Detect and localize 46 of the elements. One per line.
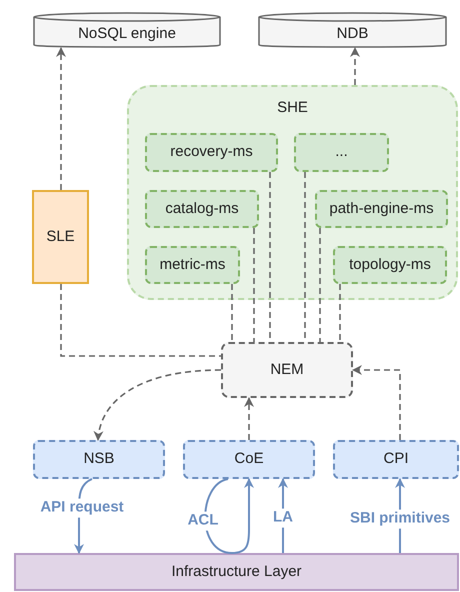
arrow (204, 478, 254, 554)
layer-band (14, 553, 459, 591)
service-box (145, 246, 240, 284)
process-box (32, 190, 89, 284)
process-box (33, 440, 165, 479)
arrow (56, 47, 66, 190)
group-title: SHE (277, 98, 308, 118)
database-cylinder (33, 12, 221, 48)
edge-label: API request (39, 498, 125, 518)
edge-label: ACL (186, 512, 220, 530)
service-box (145, 133, 278, 172)
node-label: Infrastructure Layer (171, 562, 302, 582)
node-label: ... (335, 143, 348, 162)
database-cylinder (258, 12, 447, 48)
node-label: SLE (46, 228, 75, 246)
node-label: NEM (270, 360, 304, 380)
edge-label: SBI primitives (348, 510, 452, 528)
arrow (350, 47, 360, 85)
arrow (278, 478, 288, 553)
node-label: catalog-ms (165, 200, 239, 218)
node-label: recovery-ms (170, 143, 253, 162)
connector-line (253, 228, 255, 342)
service-box (333, 246, 447, 284)
service-box (145, 190, 259, 228)
service-box (294, 133, 389, 172)
node-label: CPI (383, 450, 408, 469)
node-label: NSB (84, 450, 114, 469)
connector-line (319, 228, 321, 342)
connector-line (339, 284, 341, 342)
process-box (333, 440, 459, 479)
process-box (183, 440, 315, 479)
node-label: NDB (336, 24, 368, 44)
node-label: metric-ms (160, 256, 226, 274)
connector-line (231, 284, 233, 342)
process-box (221, 342, 353, 398)
connector-line (60, 284, 221, 357)
arrow (352, 365, 401, 440)
arrow (94, 369, 222, 441)
node-label: topology-ms (349, 256, 431, 274)
edge-label: LA (272, 508, 294, 528)
arrow (244, 397, 254, 440)
node-label: CoE (234, 450, 264, 469)
node-label: path-engine-ms (329, 200, 434, 218)
service-box (315, 190, 448, 228)
group-panel (127, 85, 458, 300)
node-label: NoSQL engine (78, 24, 176, 44)
